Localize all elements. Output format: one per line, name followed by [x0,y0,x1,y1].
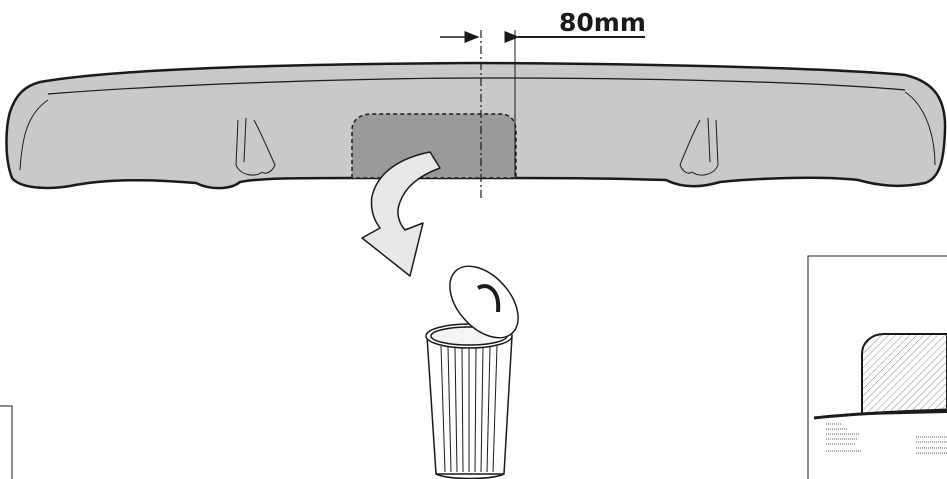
left-frame-fragment [0,405,13,479]
dimension-label: 80mm [559,8,646,37]
right-fin [679,117,719,176]
cutout-section [351,113,517,179]
detail-inset [807,255,947,479]
tiny-text-block [826,423,947,454]
curved-arrow-icon [361,151,441,277]
left-fin [235,117,276,176]
trash-bin-icon [425,265,519,479]
